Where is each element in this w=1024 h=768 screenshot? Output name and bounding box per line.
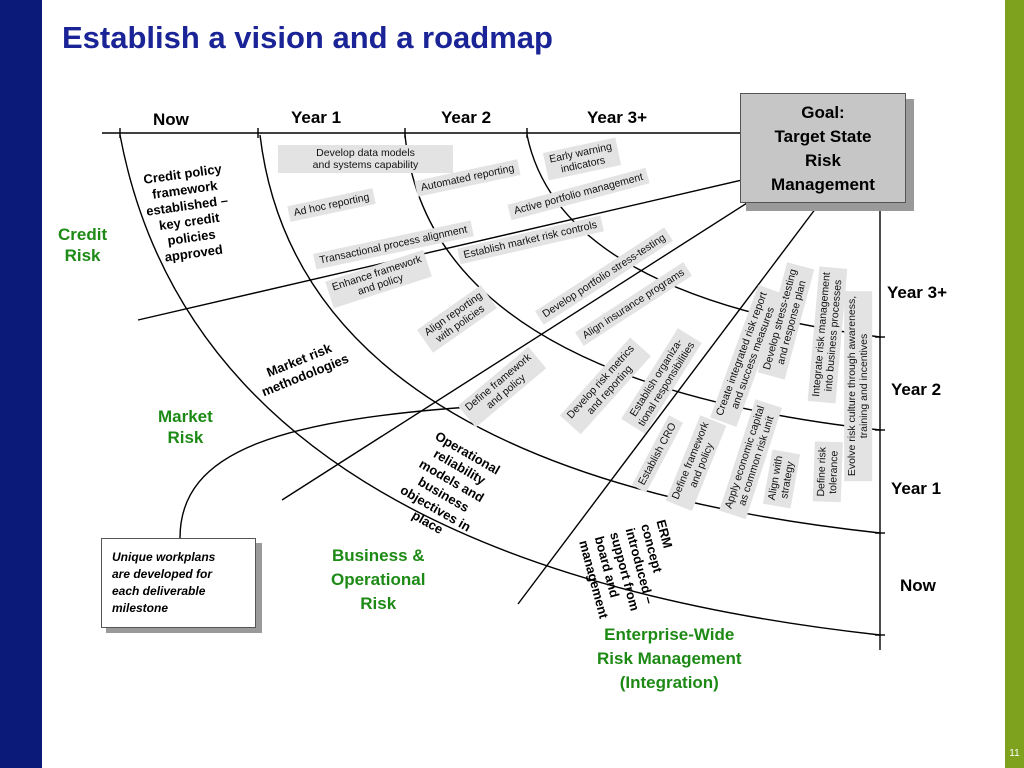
- goal-box: [740, 93, 906, 203]
- divider-market: [281, 149, 831, 501]
- arc-now: [119, 134, 881, 636]
- top-label-year3: Year 3+: [587, 108, 648, 127]
- top-label-year1: Year 1: [291, 108, 342, 127]
- top-label-now: Now: [153, 110, 189, 129]
- right-label-year1: Year 1: [891, 479, 942, 498]
- right-label-year2: Year 2: [891, 380, 942, 399]
- initiative-chip: Define risk tolerance: [812, 441, 843, 503]
- top-label-year2: Year 2: [441, 108, 492, 127]
- workplan-box: [101, 538, 256, 628]
- right-label-year3: Year 3+: [887, 283, 948, 302]
- right-label-now: Now: [900, 576, 936, 595]
- divider-ops: [517, 207, 817, 605]
- slide-title: Establish a vision and a roadmap: [62, 20, 553, 55]
- workplan-connector: [179, 404, 501, 539]
- page-number: 11: [1009, 748, 1020, 759]
- initiative-chip: Develop data models and systems capabili…: [278, 145, 453, 173]
- initiative-chip: Evolve risk culture through awareness, t…: [844, 290, 873, 482]
- right-accent-bar: [1005, 0, 1024, 768]
- left-accent-bar: [0, 0, 42, 768]
